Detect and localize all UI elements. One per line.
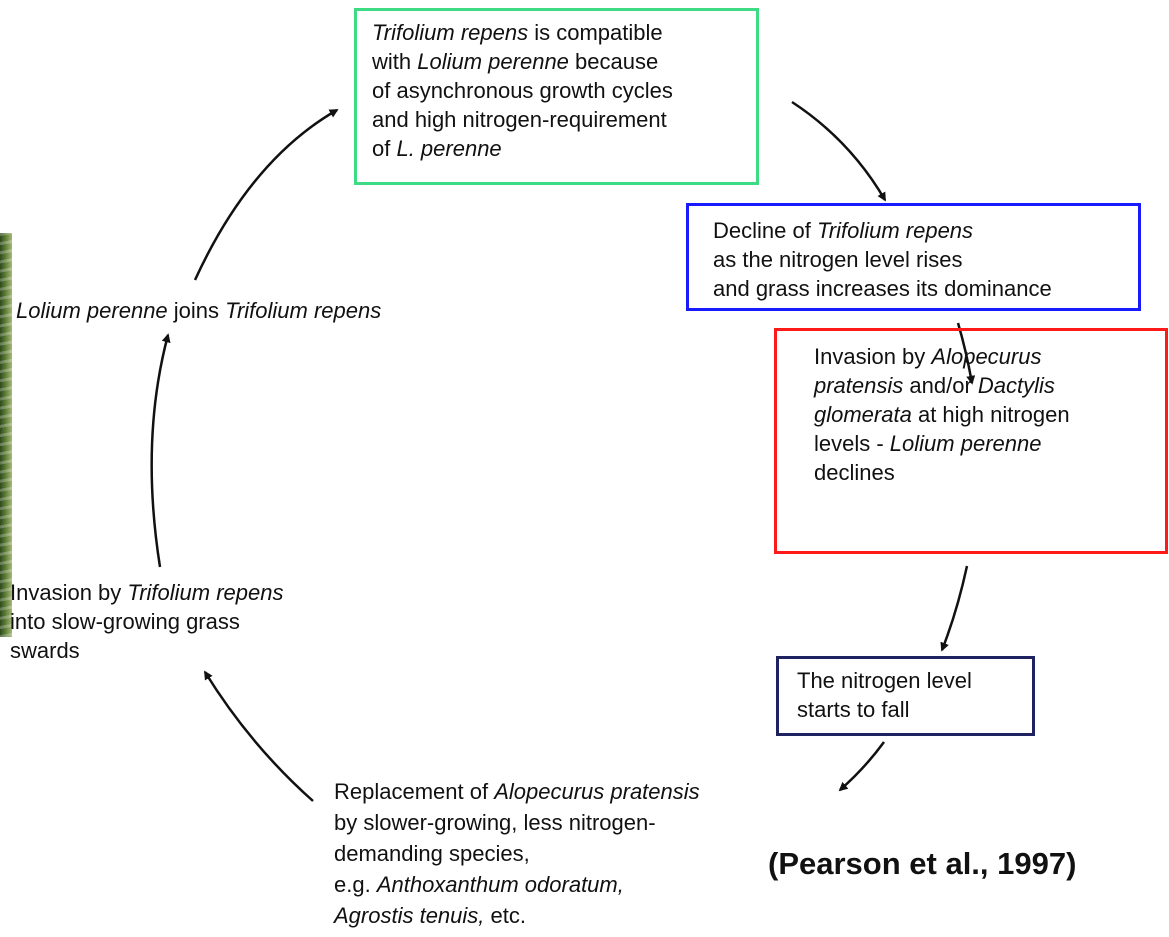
text-line: Trifolium repens is compatible (372, 18, 756, 47)
text-line: Invasion by Trifolium repens (10, 578, 284, 607)
arrow-navy-to-replacement (838, 741, 886, 792)
text-line: Agrostis tenuis, etc. (334, 900, 700, 931)
text-segment: swards (10, 638, 80, 663)
arrow-green-to-blue (791, 100, 887, 202)
species-name: Trifolium repens (372, 20, 529, 45)
text-line: glomerata at high nitrogen (814, 400, 1165, 429)
text-line: e.g. Anthoxanthum odoratum, (334, 869, 700, 900)
arrow-blue-to-red (956, 322, 976, 385)
text-segment: and high nitrogen-requirement (372, 107, 667, 132)
arrow-replacement-to-invasion (203, 670, 314, 802)
species-name: L. perenne (396, 136, 502, 161)
species-name: Trifolium repens (225, 298, 382, 323)
arrow-invasion-to-lolium (150, 333, 171, 568)
lolium-joins-text: Lolium perenne joins Trifolium repens (16, 296, 381, 325)
text-segment: at high nitrogen (911, 402, 1070, 427)
species-name: Alopecurus pratensis (494, 779, 700, 804)
species-name: Anthoxanthum odoratum, (376, 872, 624, 897)
text-line: levels - Lolium perenne (814, 429, 1165, 458)
text-segment: Invasion by (10, 580, 128, 605)
text-line: by slower-growing, less nitrogen- (334, 807, 700, 838)
text-line: with Lolium perenne because (372, 47, 756, 76)
species-name: Dactylis (977, 373, 1055, 398)
text-line: of L. perenne (372, 134, 756, 163)
replacement-text: Replacement of Alopecurus pratensis by sl… (334, 776, 700, 931)
text-line: pratensis and/or Dactylis (814, 371, 1165, 400)
text-segment: e.g. (334, 872, 377, 897)
text-line: declines (814, 458, 1165, 487)
text-segment: etc. (484, 903, 526, 928)
text-line: Replacement of Alopecurus pratensis (334, 776, 700, 807)
text-line: swards (10, 636, 284, 665)
text-segment: levels - (814, 431, 890, 456)
text-segment: joins (167, 298, 226, 323)
text-line: demanding species, (334, 838, 700, 869)
species-name: Lolium perenne (417, 49, 569, 74)
nitrogen-fall-box: The nitrogen level starts to fall (776, 656, 1035, 736)
text-segment: Invasion by (814, 344, 932, 369)
species-name: Lolium perenne (16, 298, 168, 323)
text-segment: and grass increases its dominance (713, 276, 1052, 301)
text-line: Invasion by Alopecurus (814, 342, 1165, 371)
species-name: pratensis (814, 373, 904, 398)
species-name: Trifolium repens (127, 580, 284, 605)
citation: (Pearson et al., 1997) (768, 846, 1077, 881)
text-line: starts to fall (797, 695, 1032, 724)
text-segment: of asynchronous growth cycles (372, 78, 673, 103)
text-segment: by slower-growing, less nitrogen- (334, 810, 656, 835)
text-segment: of (372, 136, 397, 161)
grass-photo-strip (0, 233, 12, 637)
text-line: The nitrogen level (797, 666, 1032, 695)
species-name: glomerata (814, 402, 912, 427)
text-line: and high nitrogen-requirement (372, 105, 756, 134)
text-line: Decline of Trifolium repens (713, 216, 1138, 245)
text-segment: starts to fall (797, 697, 910, 722)
text-segment: Decline of (713, 218, 817, 243)
arrow-red-to-navy (940, 565, 969, 652)
text-line: and grass increases its dominance (713, 274, 1138, 303)
text-segment: declines (814, 460, 895, 485)
species-name: Trifolium repens (816, 218, 974, 243)
text-segment: with (372, 49, 418, 74)
text-segment: and/or (903, 373, 978, 398)
text-segment: Replacement of (334, 779, 495, 804)
text-segment: The nitrogen level (797, 668, 972, 693)
text-segment: because (568, 49, 659, 74)
text-segment: as the nitrogen level rises (713, 247, 963, 272)
species-name: Agrostis tenuis, (334, 903, 485, 928)
species-name: Lolium perenne (889, 431, 1042, 456)
arrow-lolium-to-green (193, 108, 339, 281)
text-line: Lolium perenne joins Trifolium repens (16, 296, 381, 325)
text-segment: is compatible (528, 20, 663, 45)
text-line: of asynchronous growth cycles (372, 76, 756, 105)
species-name: Alopecurus (931, 344, 1042, 369)
text-segment: demanding species, (334, 841, 530, 866)
text-segment: into slow-growing grass (10, 609, 240, 634)
text-line: into slow-growing grass (10, 607, 284, 636)
text-line: as the nitrogen level rises (713, 245, 1138, 274)
